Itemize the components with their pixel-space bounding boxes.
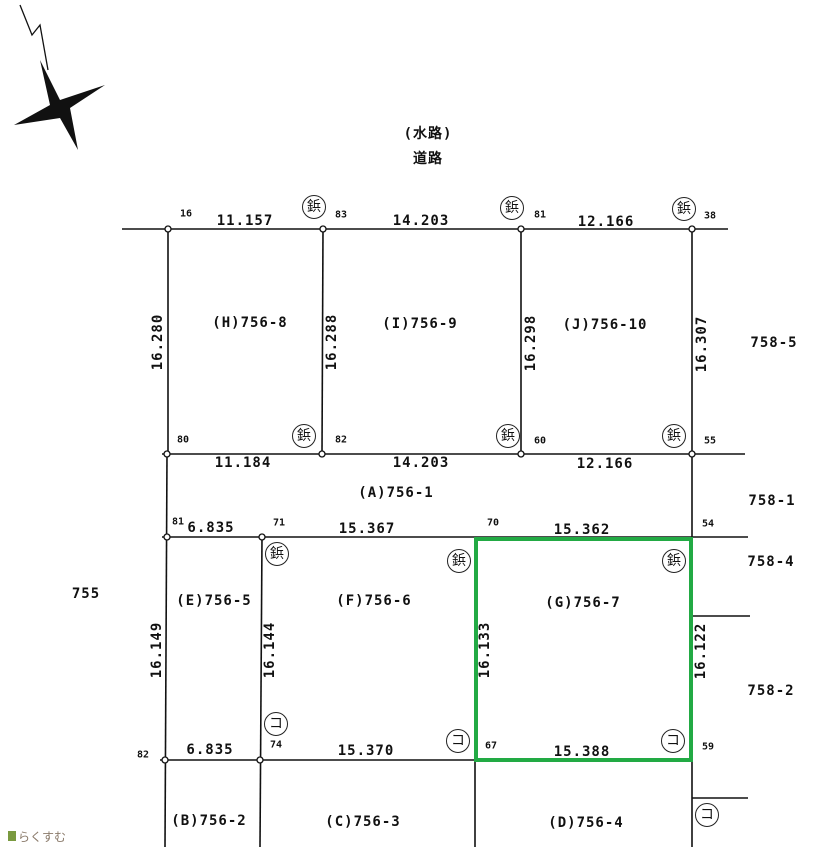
distance-label: 16.149 xyxy=(149,621,165,679)
distance-label: 11.157 xyxy=(216,213,274,229)
point-number: 82 xyxy=(334,434,348,446)
point-number: 81 xyxy=(171,516,185,528)
distance-label: 15.367 xyxy=(338,521,396,537)
distance-label: 16.144 xyxy=(262,621,278,679)
rivet-marker-icon: 鋲 xyxy=(265,542,289,566)
point-number: 71 xyxy=(272,517,286,529)
point-number: 38 xyxy=(703,210,717,222)
parcel-j[interactable]: (J)756-10 xyxy=(562,317,648,333)
parcel-f[interactable]: (F)756-6 xyxy=(336,593,412,609)
distance-label: 6.835 xyxy=(187,520,235,536)
distance-label: 14.203 xyxy=(392,455,450,471)
point-number: 54 xyxy=(701,518,715,530)
point-number: 67 xyxy=(484,740,498,752)
point-number: 16 xyxy=(179,208,193,220)
distance-label: 16.307 xyxy=(694,315,710,373)
neighbor-label: 758-2 xyxy=(747,683,795,699)
neighbor-label: 755 xyxy=(71,586,101,602)
point-number: 80 xyxy=(176,434,190,446)
point-number: 70 xyxy=(486,517,500,529)
rivet-marker-icon: 鋲 xyxy=(662,424,686,448)
point-number: 59 xyxy=(701,741,715,753)
waterway-label: (水路) xyxy=(403,126,453,142)
parcel-h[interactable]: (H)756-8 xyxy=(212,315,288,331)
neighbor-label: 758-1 xyxy=(748,493,796,509)
parcel-i[interactable]: (I)756-9 xyxy=(382,316,458,332)
rivet-marker-icon: 鋲 xyxy=(672,197,696,221)
distance-label: 14.203 xyxy=(392,213,450,229)
neighbor-label: 758-4 xyxy=(747,554,795,570)
point-number: 81 xyxy=(533,209,547,221)
distance-label: 16.280 xyxy=(150,313,166,371)
rivet-marker-icon: 鋲 xyxy=(302,195,326,219)
highlighted-parcel-g xyxy=(474,537,693,762)
parcel-a[interactable]: (A)756-1 xyxy=(358,485,434,501)
point-number: 60 xyxy=(533,435,547,447)
distance-label: 15.388 xyxy=(553,744,611,760)
rivet-marker-icon: 鋲 xyxy=(496,424,520,448)
rivet-marker-icon: 鋲 xyxy=(447,549,471,573)
distance-label: 12.166 xyxy=(576,456,634,472)
point-number: 82 xyxy=(136,749,150,761)
distance-label: 16.288 xyxy=(324,313,340,371)
parcel-g[interactable]: (G)756-7 xyxy=(545,595,621,611)
distance-label: 11.184 xyxy=(214,455,272,471)
neighbor-label: 758-5 xyxy=(750,335,798,351)
distance-label: 16.298 xyxy=(523,314,539,372)
rivet-marker-icon: 鋲 xyxy=(292,424,316,448)
ko-marker-icon: コ xyxy=(695,803,719,827)
ko-marker-icon: コ xyxy=(446,729,470,753)
distance-label: 16.122 xyxy=(693,622,709,680)
point-number: 74 xyxy=(269,739,283,751)
distance-label: 12.166 xyxy=(577,214,635,230)
house-icon xyxy=(8,831,16,841)
rivet-marker-icon: 鋲 xyxy=(500,196,524,220)
survey-points xyxy=(161,225,696,764)
distance-label: 15.362 xyxy=(553,522,611,538)
ko-marker-icon: コ xyxy=(661,729,685,753)
parcel-d[interactable]: (D)756-4 xyxy=(548,815,624,831)
distance-label: 16.133 xyxy=(477,621,493,679)
parcel-c[interactable]: (C)756-3 xyxy=(325,814,401,830)
point-number: 83 xyxy=(334,209,348,221)
point-number: 55 xyxy=(703,435,717,447)
parcel-b[interactable]: (B)756-2 xyxy=(171,813,247,829)
compass-icon xyxy=(14,4,105,150)
ko-marker-icon: コ xyxy=(264,712,288,736)
rivet-marker-icon: 鋲 xyxy=(662,549,686,573)
road-label: 道路 xyxy=(413,151,443,167)
parcel-e[interactable]: (E)756-5 xyxy=(176,593,252,609)
watermark-logo: らくすむ xyxy=(8,828,66,845)
distance-label: 15.370 xyxy=(337,743,395,759)
distance-label: 6.835 xyxy=(186,742,234,758)
watermark-text: らくすむ xyxy=(18,830,67,844)
